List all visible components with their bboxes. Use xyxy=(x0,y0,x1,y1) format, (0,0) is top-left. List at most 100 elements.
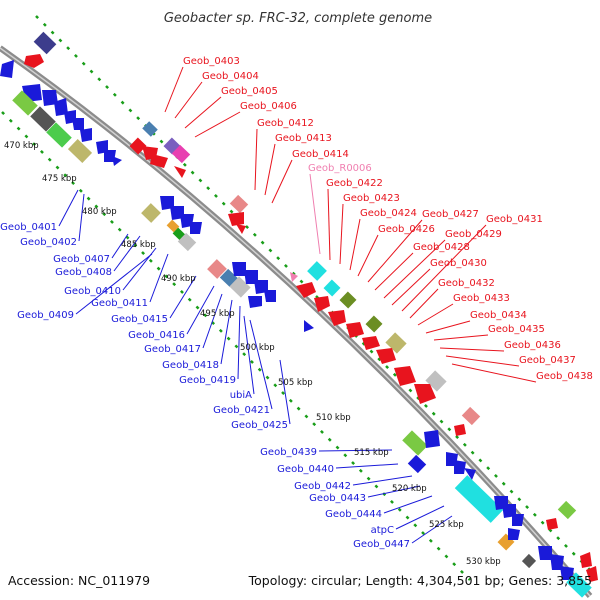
gene-label-forward[interactable]: Geob_0437 xyxy=(519,355,576,366)
leader-line xyxy=(264,143,276,196)
gene-label-reverse[interactable]: Geob_0408 xyxy=(55,267,112,278)
leader-line xyxy=(279,359,291,425)
leader-line xyxy=(164,66,184,113)
leader-line xyxy=(75,253,153,315)
leader-line xyxy=(383,239,446,299)
leader-line xyxy=(391,268,431,306)
leader-line xyxy=(357,234,379,277)
gene-label-forward[interactable]: Geob_0403 xyxy=(183,56,240,67)
leader-line xyxy=(111,233,129,259)
leader-line xyxy=(383,495,433,514)
leader-line xyxy=(349,218,361,271)
gene-label-reverse[interactable]: Geob_0407 xyxy=(53,254,110,265)
gene-label-reverse[interactable]: atpC xyxy=(371,525,394,536)
tick-label: 495 kbp xyxy=(200,309,235,319)
gene-label-reverse[interactable]: Geob_0410 xyxy=(64,286,121,297)
tick-label: 475 kbp xyxy=(42,174,77,184)
tick-label: 490 kbp xyxy=(161,274,196,284)
leader-line xyxy=(367,485,421,498)
leader-line xyxy=(439,347,505,352)
leader-line xyxy=(113,235,141,272)
gene-label-forward[interactable]: Geob_0422 xyxy=(326,178,383,189)
gene-label-forward[interactable]: Geob_0435 xyxy=(488,324,545,335)
leader-line xyxy=(425,320,471,334)
gene-label-forward[interactable]: Geob_0423 xyxy=(343,193,400,204)
tick-label: 520 kbp xyxy=(392,484,427,494)
gene-labels: Geob_0403Geob_0404Geob_0405Geob_0406Geob… xyxy=(0,56,593,550)
gene-label-forward[interactable]: Geob_0430 xyxy=(430,258,487,269)
gene-label-reverse[interactable]: Geob_0444 xyxy=(325,509,382,520)
gene-label-reverse[interactable]: Geob_0440 xyxy=(277,464,334,475)
gene-label-reverse[interactable]: Geob_0421 xyxy=(213,405,270,416)
gene-label-forward[interactable]: Geob_0429 xyxy=(445,229,502,240)
gene-label-forward[interactable]: Geob_0404 xyxy=(202,71,259,82)
tick-label: 510 kbp xyxy=(316,413,351,423)
gene-features xyxy=(0,31,598,598)
gene-label-forward[interactable]: Geob_0433 xyxy=(453,293,510,304)
leader-line xyxy=(327,188,331,261)
inner-dotted-track xyxy=(1,111,471,581)
gene-label-forward[interactable]: Geob_0405 xyxy=(221,86,278,97)
leader-line xyxy=(243,315,255,395)
leader-line xyxy=(149,253,169,303)
map-title: Geobacter sp. FRC-32, complete genome xyxy=(164,11,432,26)
gene-label-reverse[interactable]: Geob_0416 xyxy=(128,330,185,341)
leader-line xyxy=(271,159,293,204)
gene-label-forward[interactable]: Geob_0412 xyxy=(257,118,314,129)
gene-label-reverse[interactable]: Geob_0439 xyxy=(260,447,317,458)
tick-label: 485 kbp xyxy=(121,240,156,250)
leader-line xyxy=(409,288,439,319)
gene-label-forward[interactable]: Geob_0414 xyxy=(292,149,349,160)
leader-line xyxy=(395,505,445,530)
gene-label-reverse[interactable]: Geob_0417 xyxy=(144,344,201,355)
gene-label-forward[interactable]: Geob_0406 xyxy=(240,101,297,112)
leader-line xyxy=(411,515,453,544)
gene-label-reverse[interactable]: Geob_0402 xyxy=(20,237,77,248)
gene-label-forward[interactable]: Geob_0431 xyxy=(486,214,543,225)
gene-label-forward[interactable]: Geob_0432 xyxy=(438,278,495,289)
leader-line xyxy=(374,252,414,291)
gene-label-reverse[interactable]: Geob_0401 xyxy=(0,222,57,233)
tick-label: 500 kbp xyxy=(240,343,275,353)
gene-label-reverse[interactable]: Geob_0447 xyxy=(353,539,410,550)
leader-line xyxy=(174,81,203,119)
gene-label-reverse[interactable]: Geob_0411 xyxy=(91,298,148,309)
tick-label: 505 kbp xyxy=(278,378,313,388)
leader-line xyxy=(445,355,520,367)
leader-line xyxy=(186,285,215,335)
gene-label-forward[interactable]: Geob_R0006 xyxy=(308,163,372,174)
leader-line xyxy=(184,96,222,129)
gene-label-forward[interactable]: Geob_0424 xyxy=(360,208,417,219)
gene-label-reverse[interactable]: Geob_0419 xyxy=(179,375,236,386)
leader-line xyxy=(254,128,258,191)
leader-line xyxy=(169,275,197,319)
leader-line xyxy=(309,173,321,255)
gene-label-reverse[interactable]: Geob_0409 xyxy=(17,310,74,321)
leader-line xyxy=(367,219,423,283)
tick-label: 515 kbp xyxy=(354,448,389,458)
tick-label: 470 kbp xyxy=(4,141,39,151)
topology-label: Topology: circular; Length: 4,304,501 bp… xyxy=(248,573,592,588)
leader-line xyxy=(249,319,273,410)
gene-label-reverse[interactable]: Geob_0418 xyxy=(162,360,219,371)
leader-line xyxy=(318,449,393,452)
leader-line xyxy=(78,193,85,242)
gene-label-forward[interactable]: Geob_0426 xyxy=(378,224,435,235)
gene-label-reverse[interactable]: Geob_0425 xyxy=(231,420,288,431)
gene-label-reverse[interactable]: Geob_0442 xyxy=(294,481,351,492)
gene-label-forward[interactable]: Geob_0413 xyxy=(275,133,332,144)
gene-label-reverse[interactable]: Geob_0415 xyxy=(111,314,168,325)
leader-line xyxy=(237,305,241,380)
gene-label-forward[interactable]: Geob_0428 xyxy=(413,242,470,253)
gene-label-forward[interactable]: Geob_0427 xyxy=(422,209,479,220)
tick-label: 525 kbp xyxy=(429,520,464,530)
accession-label: Accession: NC_011979 xyxy=(8,573,150,588)
gene-label-forward[interactable]: Geob_0436 xyxy=(504,340,561,351)
leader-line xyxy=(433,334,489,341)
gene-label-reverse[interactable]: ubiA xyxy=(230,390,252,401)
gene-label-reverse[interactable]: Geob_0443 xyxy=(309,493,366,504)
gene-label-forward[interactable]: Geob_0438 xyxy=(536,371,593,382)
gene-label-forward[interactable]: Geob_0434 xyxy=(470,310,527,321)
